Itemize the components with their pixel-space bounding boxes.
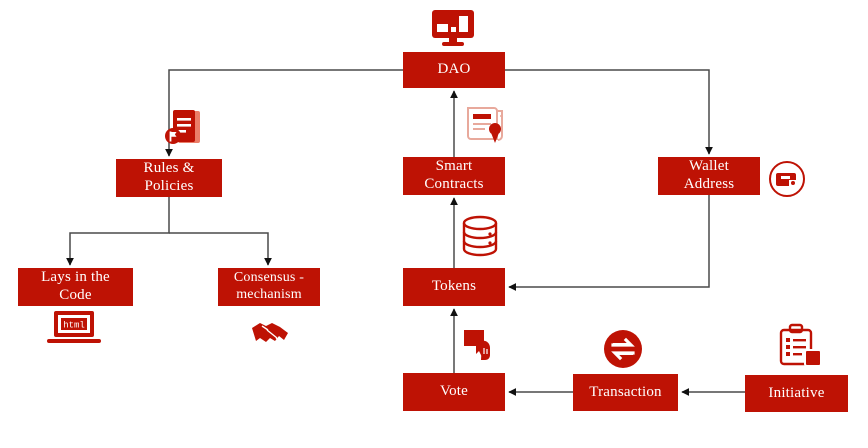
node-rules-policies-line-2: Policies [144, 178, 194, 194]
node-initiative-line-1: Initiative [768, 384, 825, 401]
node-lays-in-the-code[interactable]: Lays in the Code [18, 268, 133, 306]
node-dao-line-1: DAO [437, 61, 471, 78]
node-vote[interactable]: Vote [403, 373, 505, 411]
handshake-icon [250, 316, 292, 348]
click-pointer-icon [462, 328, 500, 364]
node-tokens-line-1: Tokens [431, 278, 477, 295]
node-lays-in-the-code-line-1: Lays in the [41, 269, 110, 286]
node-transaction-line-1: Transaction [589, 383, 662, 400]
node-wallet-address-line-2: Address [683, 176, 735, 192]
connector-rules-to-consensus [169, 232, 272, 266]
node-wallet-address-line-1: Wallet [689, 158, 729, 175]
policy-book-icon [163, 107, 205, 153]
node-smart-contracts-line-1: Smart [435, 158, 473, 175]
connector-rules-to-lays [66, 197, 170, 266]
node-consensus-mechanism-line-1: Consensus - [233, 270, 305, 286]
node-tokens[interactable]: Tokens [403, 268, 505, 306]
clipboard-list-icon [778, 322, 824, 370]
laptop-screen-label: html [63, 321, 85, 331]
contract-seal-icon [462, 104, 508, 148]
connector-dao-to-wallet [505, 69, 713, 155]
node-dao[interactable]: DAO [403, 52, 505, 88]
node-lays-in-the-code-line-2: Code [59, 287, 92, 303]
connector-dao-to-rules [165, 69, 403, 157]
node-consensus-mechanism-line-2: mechanism [236, 287, 302, 302]
node-smart-contracts[interactable]: Smart Contracts [403, 157, 505, 195]
connector-wallet-to-tokens [508, 195, 710, 291]
node-wallet-address[interactable]: Wallet Address [658, 157, 760, 195]
database-icon [459, 214, 501, 260]
node-rules-policies-line-1: Rules & [143, 160, 195, 177]
exchange-arrows-icon [602, 328, 644, 370]
node-rules-policies[interactable]: Rules & Policies [116, 159, 222, 197]
node-transaction[interactable]: Transaction [573, 374, 678, 411]
laptop-html-icon: html [44, 309, 104, 347]
wallet-circle-icon [768, 160, 806, 198]
monitor-dashboard-icon [430, 8, 476, 48]
node-smart-contracts-line-2: Contracts [424, 176, 484, 192]
node-initiative[interactable]: Initiative [745, 375, 848, 412]
node-consensus-mechanism[interactable]: Consensus - mechanism [218, 268, 320, 306]
node-vote-line-1: Vote [439, 383, 469, 400]
